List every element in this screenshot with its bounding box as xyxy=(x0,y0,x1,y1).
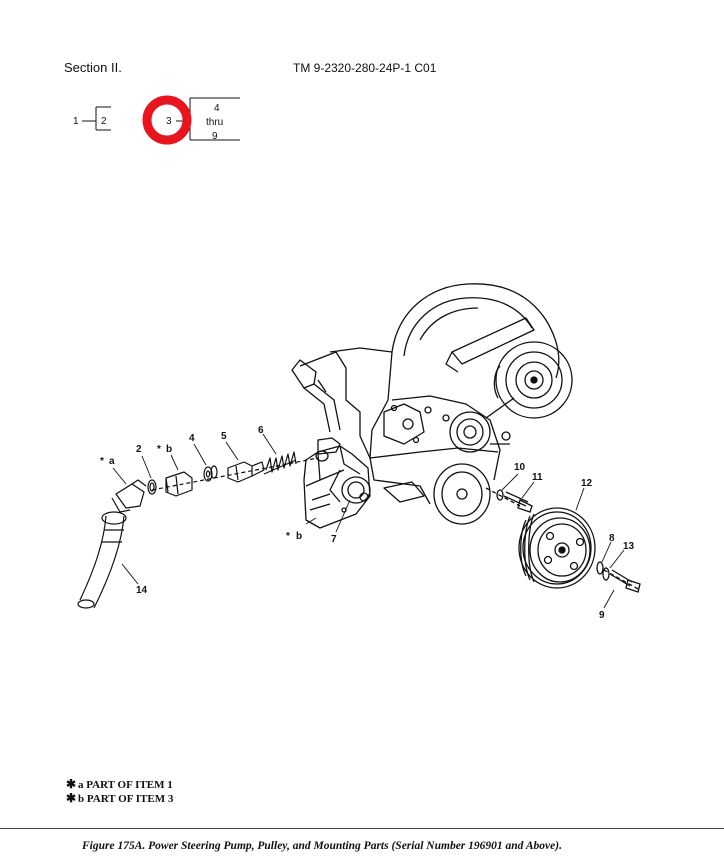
callout-5: 5 xyxy=(221,431,227,442)
callout-7: 7 xyxy=(331,534,337,545)
tree-node-1: 1 xyxy=(73,116,79,127)
callout-10: 10 xyxy=(514,462,526,473)
footnote-star-icon: ✱ xyxy=(66,777,77,791)
footnote-text: a PART OF ITEM 1 xyxy=(78,779,173,791)
callout-4: 4 xyxy=(189,433,195,444)
callout-12: 12 xyxy=(581,478,593,489)
engine-illustration xyxy=(291,283,573,525)
callout-star-b1: * xyxy=(157,444,161,455)
callout-6: 6 xyxy=(258,425,264,436)
callout-2: 2 xyxy=(136,444,142,455)
callout-a: a xyxy=(109,456,115,467)
pump-illustration xyxy=(303,445,371,529)
callout-11: 11 xyxy=(532,472,543,483)
callout-14: 14 xyxy=(136,585,148,596)
callout-leaders xyxy=(112,433,625,609)
callout-9: 9 xyxy=(599,610,605,621)
callout-13: 13 xyxy=(623,541,635,552)
callout-8: 8 xyxy=(609,533,615,544)
tree-range-start: 4 xyxy=(214,103,220,114)
footnote-b: ✱b PART OF ITEM 3 xyxy=(66,791,173,806)
callout-b1: b xyxy=(166,444,172,455)
callout-star-a: * xyxy=(100,456,104,467)
pulley-illustration xyxy=(485,487,641,593)
callout-b2: b xyxy=(296,531,302,542)
figure-caption: Figure 175A. Power Steering Pump, Pulley… xyxy=(82,840,562,852)
highlight-ring xyxy=(142,95,192,145)
caption-divider xyxy=(0,828,724,829)
tree-node-2: 2 xyxy=(101,116,107,127)
fittings-illustration xyxy=(77,451,319,609)
tree-range-end: 9 xyxy=(212,131,218,142)
footnote-text: b PART OF ITEM 3 xyxy=(78,793,174,805)
callout-star-b2: * xyxy=(286,531,290,542)
tm-number: TM 9-2320-280-24P-1 C01 xyxy=(293,61,437,75)
tree-node-3: 3 xyxy=(166,116,172,127)
tree-range-mid: thru xyxy=(206,117,223,128)
footnote-star-icon: ✱ xyxy=(66,791,77,805)
footnote-a: ✱a PART OF ITEM 1 xyxy=(66,777,173,792)
section-heading: Section II. xyxy=(64,60,122,75)
